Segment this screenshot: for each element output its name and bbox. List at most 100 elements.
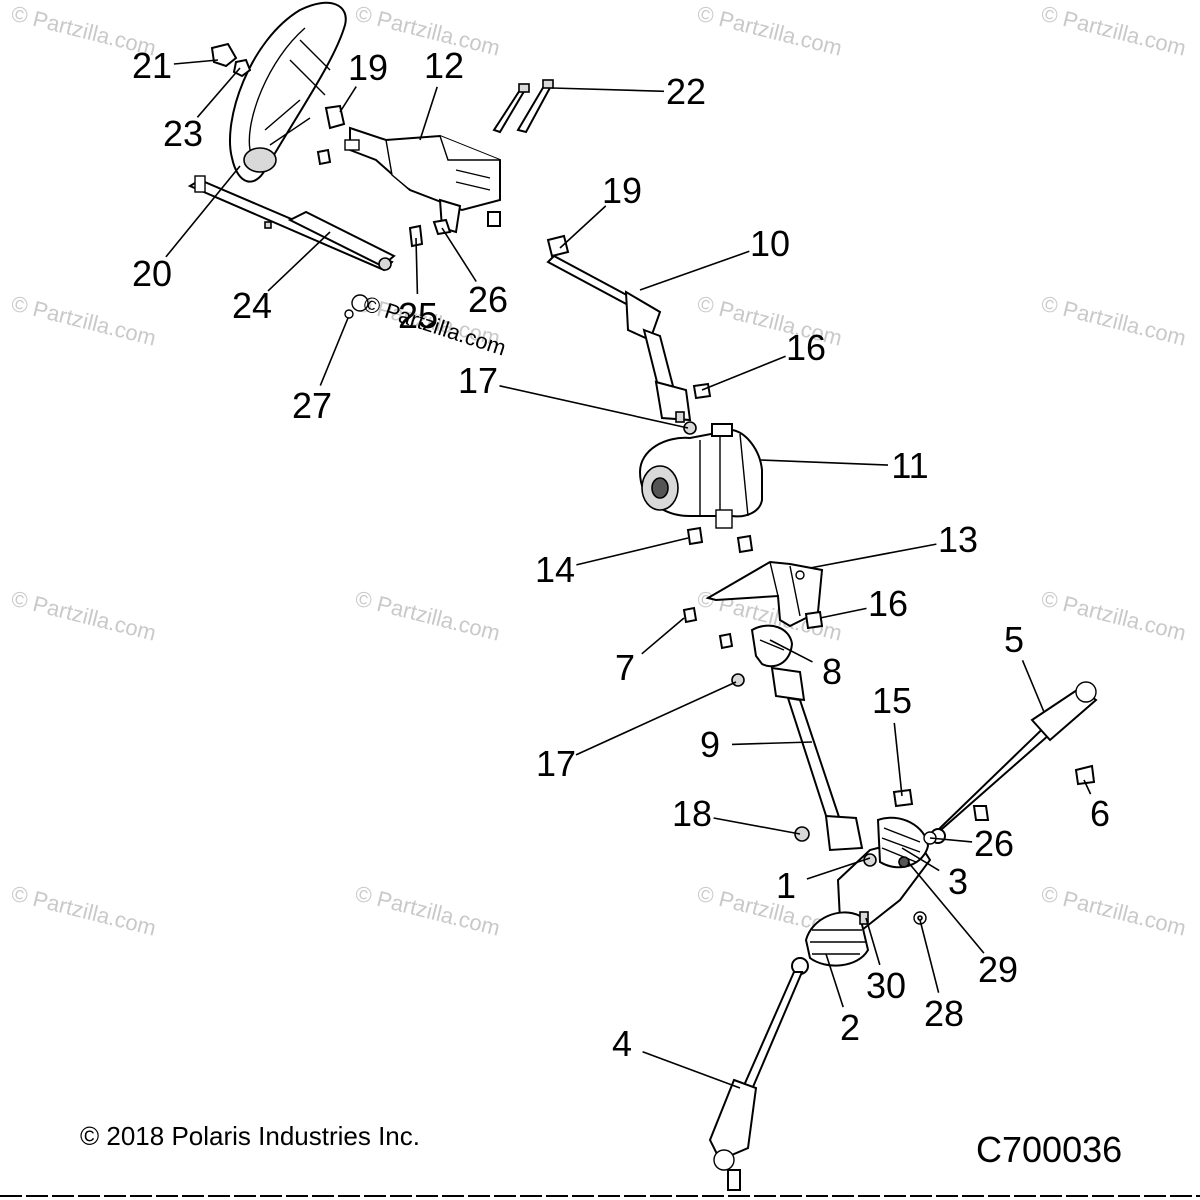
callout-label-13: 13: [938, 519, 978, 560]
callout-label-6: 6: [1090, 793, 1110, 834]
callout-label-19: 19: [348, 47, 388, 88]
callout-label-26: 26: [974, 823, 1014, 864]
nut-upper-part[interactable]: [683, 421, 697, 435]
callout-label-19: 19: [602, 170, 642, 211]
boot-cover-part[interactable]: [750, 624, 794, 668]
leader-line-18: [713, 817, 801, 835]
leader-line-9: [731, 741, 813, 746]
callout-label-16: 16: [786, 327, 826, 368]
leader-line-24: [267, 231, 331, 292]
bolt-upper-part[interactable]: [692, 382, 712, 400]
leader-line-14: [576, 537, 689, 566]
watermark-4: © Partzilla.com: [9, 291, 159, 351]
wheel-nut-part[interactable]: [232, 58, 252, 78]
callout-label-4: 4: [612, 1023, 632, 1064]
leader-line-26: [441, 227, 477, 282]
watermark-7: © Partzilla.com: [1039, 291, 1189, 351]
callout-label-2: 2: [840, 1007, 860, 1048]
leader-line-22: [551, 87, 665, 93]
leader-line-28: [919, 919, 940, 993]
leader-line-21: [173, 59, 219, 65]
leader-line-11: [759, 459, 889, 466]
callout-label-10: 10: [750, 223, 790, 264]
callout-label-22: 22: [666, 71, 706, 112]
bracket-bolt-part[interactable]: [316, 148, 501, 227]
callout-label-7: 7: [615, 647, 635, 688]
callout-label-27: 27: [292, 385, 332, 426]
watermark-9: © Partzilla.com: [353, 586, 503, 646]
watermark-13: © Partzilla.com: [353, 881, 503, 941]
long-bolt-part[interactable]: [492, 79, 554, 134]
callout-label-29: 29: [978, 949, 1018, 990]
lower-shaft-part[interactable]: [770, 666, 864, 852]
tilt-bracket-part[interactable]: [344, 126, 501, 234]
leader-line-4: [642, 1050, 741, 1089]
steering-wheel-part[interactable]: [228, 1, 347, 183]
mounting-bolt-part[interactable]: [686, 526, 754, 554]
callout-label-8: 8: [822, 651, 842, 692]
watermark-12: © Partzilla.com: [9, 881, 159, 941]
callout-label-21: 21: [132, 45, 172, 86]
leader-line-12: [419, 86, 438, 141]
leader-line-29: [907, 861, 985, 954]
copyright-text: © 2018 Polaris Industries Inc.: [80, 1121, 420, 1151]
leader-line-6: [1083, 779, 1092, 795]
rack-bolt-part[interactable]: [892, 788, 914, 808]
leader-line-13: [809, 543, 937, 569]
wheel-cap-part[interactable]: [210, 42, 238, 68]
callout-label-5: 5: [1004, 619, 1024, 660]
callout-label-11: 11: [891, 445, 928, 486]
leader-line-17: [499, 385, 689, 429]
tie-rod-nut-right-part[interactable]: [1074, 764, 1096, 786]
leader-line-20: [165, 165, 241, 258]
leader-line-26: [929, 837, 973, 843]
callout-label-17: 17: [458, 360, 498, 401]
leader-line-2: [825, 953, 844, 1008]
eps-unit-part[interactable]: [638, 423, 763, 529]
leader-line-19: [559, 205, 607, 249]
screw-part[interactable]: [408, 224, 424, 248]
callout-label-15: 15: [872, 680, 912, 721]
leader-line-15: [893, 722, 903, 797]
nut-lower-part[interactable]: [731, 673, 745, 687]
pin-part[interactable]: [264, 221, 369, 319]
callout-label-20: 20: [132, 253, 172, 294]
callout-label-23: 23: [163, 113, 203, 154]
callout-label-1: 1: [776, 865, 796, 906]
callout-label-24: 24: [232, 285, 272, 326]
leader-line-25: [415, 237, 419, 295]
watermark-15: © Partzilla.com: [1039, 881, 1189, 941]
upper-shaft-part[interactable]: [546, 254, 692, 423]
leader-line-30: [865, 917, 881, 966]
bushing-mid-part[interactable]: [546, 234, 570, 258]
gas-strut-part[interactable]: [187, 175, 396, 272]
leader-line-1: [806, 857, 871, 880]
callout-label-12: 12: [424, 45, 464, 86]
small-bolt-part[interactable]: [682, 606, 734, 650]
watermark-3: © Partzilla.com: [1039, 1, 1189, 61]
callout-label-14: 14: [535, 549, 575, 590]
watermark-2: © Partzilla.com: [695, 1, 845, 61]
leader-line-23: [196, 67, 241, 118]
support-bracket-part[interactable]: [705, 560, 824, 628]
leader-line-27: [319, 317, 349, 386]
leader-line-19: [339, 86, 357, 113]
leader-line-16: [819, 607, 867, 619]
steering-rack-part[interactable]: [804, 816, 932, 967]
callout-label-3: 3: [948, 861, 968, 902]
diagram-code: C700036: [976, 1129, 1122, 1170]
callout-label-18: 18: [672, 793, 712, 834]
bolt-lower-part[interactable]: [804, 610, 824, 630]
leader-line-5: [1021, 659, 1045, 713]
nut-18-part[interactable]: [794, 826, 810, 842]
leader-line-8: [769, 639, 813, 663]
tie-rod-left-part[interactable]: [708, 957, 809, 1191]
callout-label-25: 25: [398, 295, 438, 336]
nut-part-upper[interactable]: [432, 218, 452, 236]
leader-line-17: [575, 681, 737, 756]
tie-rod-right-part[interactable]: [930, 681, 1098, 844]
watermark-8: © Partzilla.com: [9, 586, 159, 646]
